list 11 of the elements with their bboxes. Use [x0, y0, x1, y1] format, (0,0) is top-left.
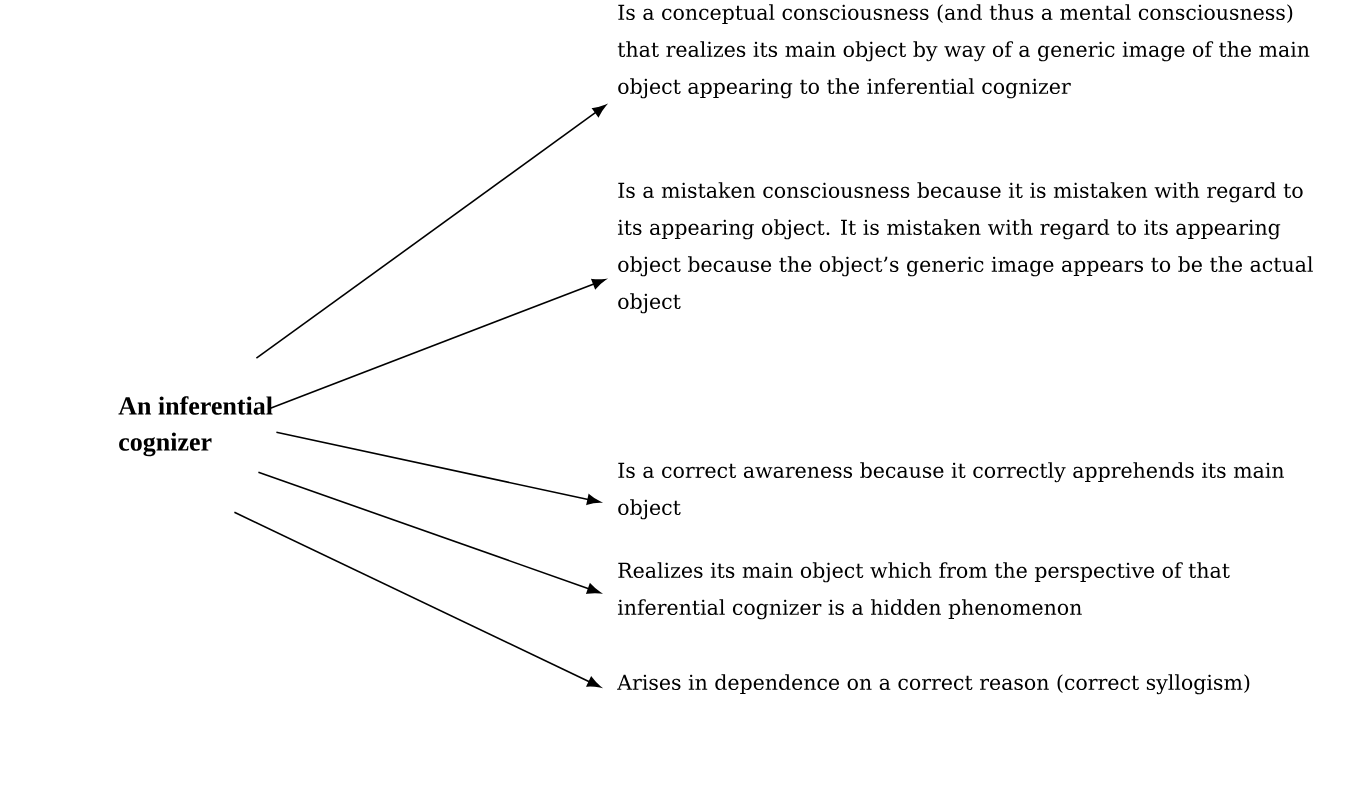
arrow	[233, 511, 601, 688]
description-text: Is a correct awareness because it correctly apprehends its main object	[618, 462, 1284, 520]
description-text: Arises in dependence on a correct reason (correct syllogism)	[617, 674, 1250, 695]
arrow	[255, 104, 607, 360]
heading-text: An inferential cognizer	[118, 396, 273, 457]
arrow	[275, 431, 601, 505]
arrow	[269, 278, 606, 410]
description-text: Realizes its main object which from the perspective of that inferential cognizer is a hidden phenomenon	[617, 562, 1230, 620]
description-text: Is a mistaken consciousness because it is mistaken with regard to its appearing object. It is mistaken with regard to its appearing object because the object’s generic image appears to be the actual object	[617, 182, 1313, 314]
description-text: Is a conceptual consciousness (and thus a mental consciousness) that realizes its main object by way of a generic image of the main object appearing to the inferential cognizer	[617, 4, 1310, 99]
arrow	[257, 471, 601, 594]
